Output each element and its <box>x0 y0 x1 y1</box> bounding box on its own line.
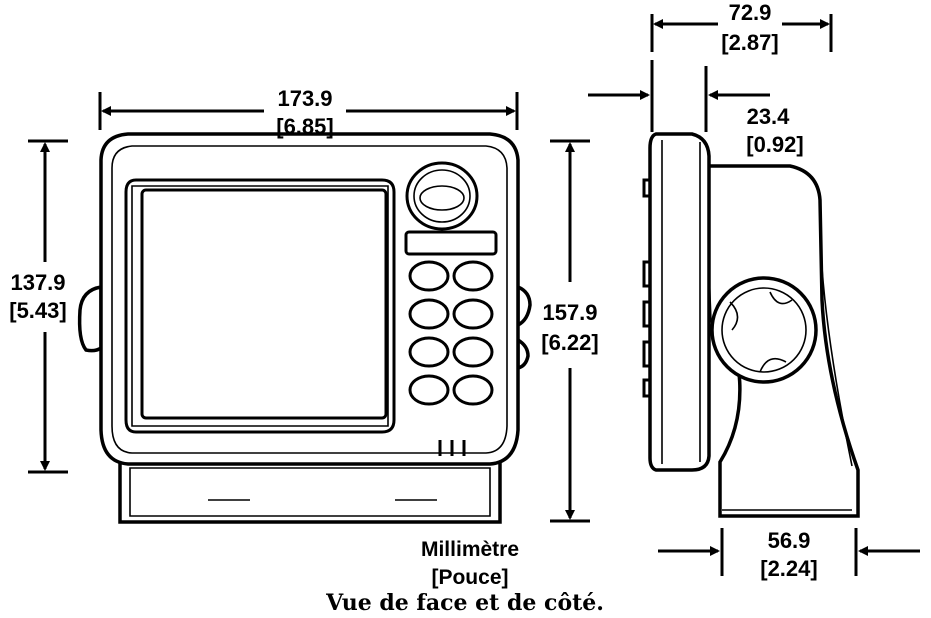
side-view <box>642 132 860 518</box>
key-button <box>408 374 450 406</box>
front-view <box>77 132 532 524</box>
dimension-side-depth: 72.9 [2.87] <box>650 0 833 55</box>
side-housing <box>648 132 711 472</box>
units-legend: Millimètre [Pouce] <box>421 538 519 589</box>
key-button <box>408 298 450 330</box>
key-button <box>452 336 494 368</box>
side-knob <box>710 276 818 384</box>
key-button <box>452 260 494 292</box>
side-depth-in: [2.87] <box>721 30 778 55</box>
left-knob <box>77 284 103 353</box>
side-depth-mm: 72.9 <box>729 0 772 25</box>
total-height-mm: 157.9 <box>542 300 597 325</box>
dimension-front-width: 173.9 [6.85] <box>98 86 519 139</box>
total-height-in: [6.22] <box>541 330 598 355</box>
keypad-label <box>404 230 498 256</box>
front-bracket-base <box>118 460 502 524</box>
bezel-depth-in: [0.92] <box>746 132 803 157</box>
bracket-depth-mm: 56.9 <box>768 528 811 553</box>
key-button <box>452 374 494 406</box>
front-width-mm: 173.9 <box>277 86 332 111</box>
front-height-mm: 137.9 <box>10 270 65 295</box>
dimension-bracket-depth: 56.9 [2.24] <box>658 528 920 581</box>
right-knob-lower <box>516 336 530 371</box>
bezel-depth-mm: 23.4 <box>747 104 791 129</box>
front-housing <box>99 132 520 466</box>
right-knob <box>516 284 532 328</box>
key-button <box>452 298 494 330</box>
front-height-in: [5.43] <box>9 298 66 323</box>
dimension-bezel-depth: 23.4 [0.92] <box>588 60 804 157</box>
key-button <box>408 336 450 368</box>
bracket-depth-in: [2.24] <box>760 556 817 581</box>
cursor-pad <box>405 161 479 231</box>
dimension-front-height: 137.9 [5.43] <box>9 139 68 474</box>
units-primary: Millimètre <box>421 538 519 561</box>
side-buttons <box>642 178 650 398</box>
display-screen <box>124 178 396 434</box>
keypad-buttons <box>408 260 494 406</box>
key-button <box>408 260 450 292</box>
dimension-total-height: 157.9 [6.22] <box>541 139 599 523</box>
front-width-in: [6.85] <box>276 114 333 139</box>
vent-slots <box>438 440 466 456</box>
units-secondary: [Pouce] <box>431 566 508 589</box>
figure-caption: Vue de face et de côté. <box>325 590 604 616</box>
